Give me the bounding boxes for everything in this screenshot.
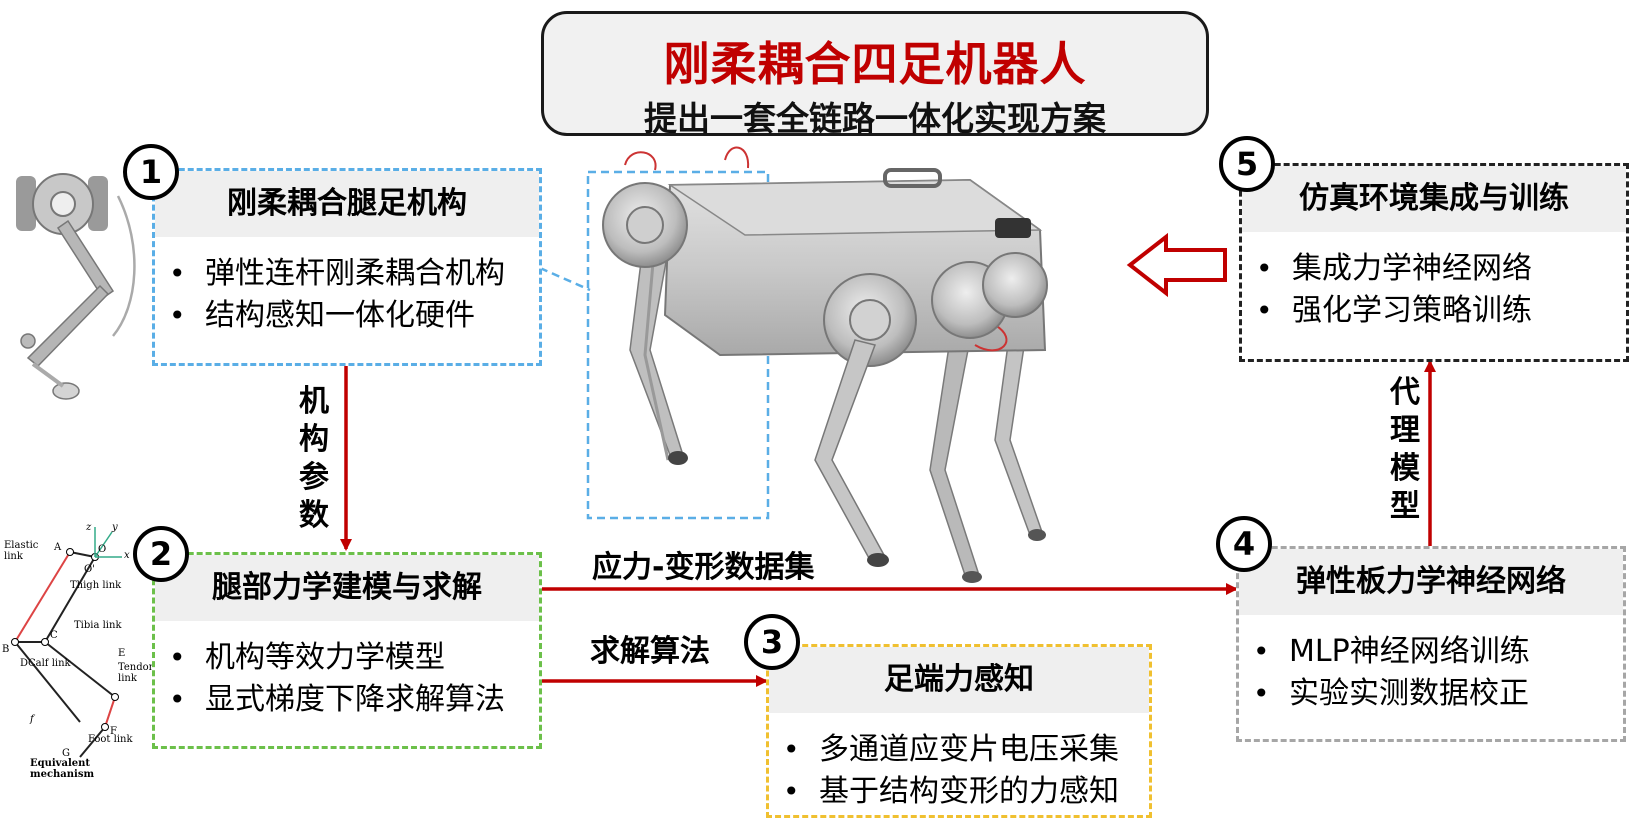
label-axis-x: x	[124, 550, 130, 561]
list-item: 集成力学神经网络	[1242, 248, 1626, 290]
list-item: 弹性连杆刚柔耦合机构	[155, 253, 539, 295]
module-1-title: 刚柔耦合腿足机构	[155, 171, 539, 237]
module-box-2: 腿部力学建模与求解 机构等效力学模型 显式梯度下降求解算法	[152, 552, 542, 749]
label-tibia-link: Tibia link	[74, 620, 122, 631]
module-1-bullets: 弹性连杆刚柔耦合机构 结构感知一体化硬件	[155, 253, 539, 337]
step-number-3: 3	[744, 614, 800, 670]
module-5-bullets: 集成力学神经网络 强化学习策略训练	[1242, 248, 1626, 332]
list-item: MLP神经网络训练	[1239, 631, 1623, 673]
list-item: 结构感知一体化硬件	[155, 295, 539, 337]
label-thigh-link: Thigh link	[70, 580, 122, 591]
label-elastic-link: Elastic link	[4, 540, 39, 562]
list-item: 多通道应变片电压采集	[769, 729, 1149, 771]
label-char: 参	[299, 460, 329, 495]
step-number-2: 2	[133, 526, 189, 582]
title-box: 刚柔耦合四足机器人 提出一套全链路一体化实现方案	[541, 11, 1209, 138]
label-point-a: A	[54, 542, 62, 553]
module-2-title: 腿部力学建模与求解	[155, 555, 539, 621]
box1-robot-connector	[539, 266, 591, 292]
label-mech-params: 机 构 参 数	[296, 383, 332, 535]
step-number-4: 4	[1216, 516, 1272, 572]
label-equivalent-mechanism: Equivalent mechanism	[30, 758, 95, 780]
page-title: 刚柔耦合四足机器人	[663, 37, 1087, 91]
step-number-1: 1	[123, 144, 179, 200]
label-axis-z: z	[86, 522, 92, 533]
module-3-title: 足端力感知	[769, 647, 1149, 713]
label-char: 模	[1390, 451, 1420, 486]
label-point-e: E	[118, 648, 126, 659]
label-tendon-link: Tendon link	[118, 662, 156, 684]
module-4-title: 弹性板力学神经网络	[1239, 549, 1623, 615]
module-3-bullets: 多通道应变片电压采集 基于结构变形的力感知	[769, 729, 1149, 813]
label-point-o-prime: O'	[84, 564, 95, 575]
label-char: 机	[299, 384, 329, 419]
label-calf-link: Calf link	[28, 658, 71, 669]
label-char: 数	[299, 498, 329, 533]
label-proxy-model: 代 理 模 型	[1387, 374, 1423, 526]
step-number-5: 5	[1219, 136, 1275, 192]
page-subtitle: 提出一套全链路一体化实现方案	[644, 99, 1106, 138]
label-f-contact: f	[30, 714, 34, 725]
label-char: 型	[1390, 489, 1420, 524]
module-5-title: 仿真环境集成与训练	[1242, 166, 1626, 232]
label-point-f: F	[110, 726, 117, 737]
label-char: 代	[1390, 375, 1420, 410]
module-box-5: 仿真环境集成与训练 集成力学神经网络 强化学习策略训练	[1239, 163, 1629, 362]
list-item: 强化学习策略训练	[1242, 290, 1626, 332]
hollow-arrow-left	[1126, 232, 1227, 298]
module-box-4: 弹性板力学神经网络 MLP神经网络训练 实验实测数据校正	[1236, 546, 1626, 742]
module-box-1: 刚柔耦合腿足机构 弹性连杆刚柔耦合机构 结构感知一体化硬件	[152, 168, 542, 366]
module-2-bullets: 机构等效力学模型 显式梯度下降求解算法	[155, 637, 539, 721]
module-4-bullets: MLP神经网络训练 实验实测数据校正	[1239, 631, 1623, 715]
label-point-g: G	[62, 748, 70, 759]
leg-mechanism-photo	[16, 173, 136, 400]
list-item: 实验实测数据校正	[1239, 673, 1623, 715]
list-item: 显式梯度下降求解算法	[155, 679, 539, 721]
list-item: 机构等效力学模型	[155, 637, 539, 679]
label-point-b: B	[2, 644, 10, 655]
label-dataset: 应力-变形数据集	[592, 550, 815, 585]
list-item: 基于结构变形的力感知	[769, 771, 1149, 813]
label-point-d: D	[20, 658, 29, 669]
label-axis-y: y	[112, 522, 118, 533]
label-point-c: C	[50, 630, 58, 641]
label-char: 构	[299, 422, 329, 457]
label-foot-link: Foot link	[88, 734, 133, 745]
equivalent-mechanism-diagram: Elastic link Thigh link Tibia link Calf …	[0, 522, 156, 780]
label-algorithm: 求解算法	[590, 634, 710, 669]
module-box-3: 足端力感知 多通道应变片电压采集 基于结构变形的力感知	[766, 644, 1152, 818]
quadruped-robot-image	[602, 146, 1048, 583]
label-point-o: O	[98, 544, 107, 555]
label-char: 理	[1390, 413, 1420, 448]
